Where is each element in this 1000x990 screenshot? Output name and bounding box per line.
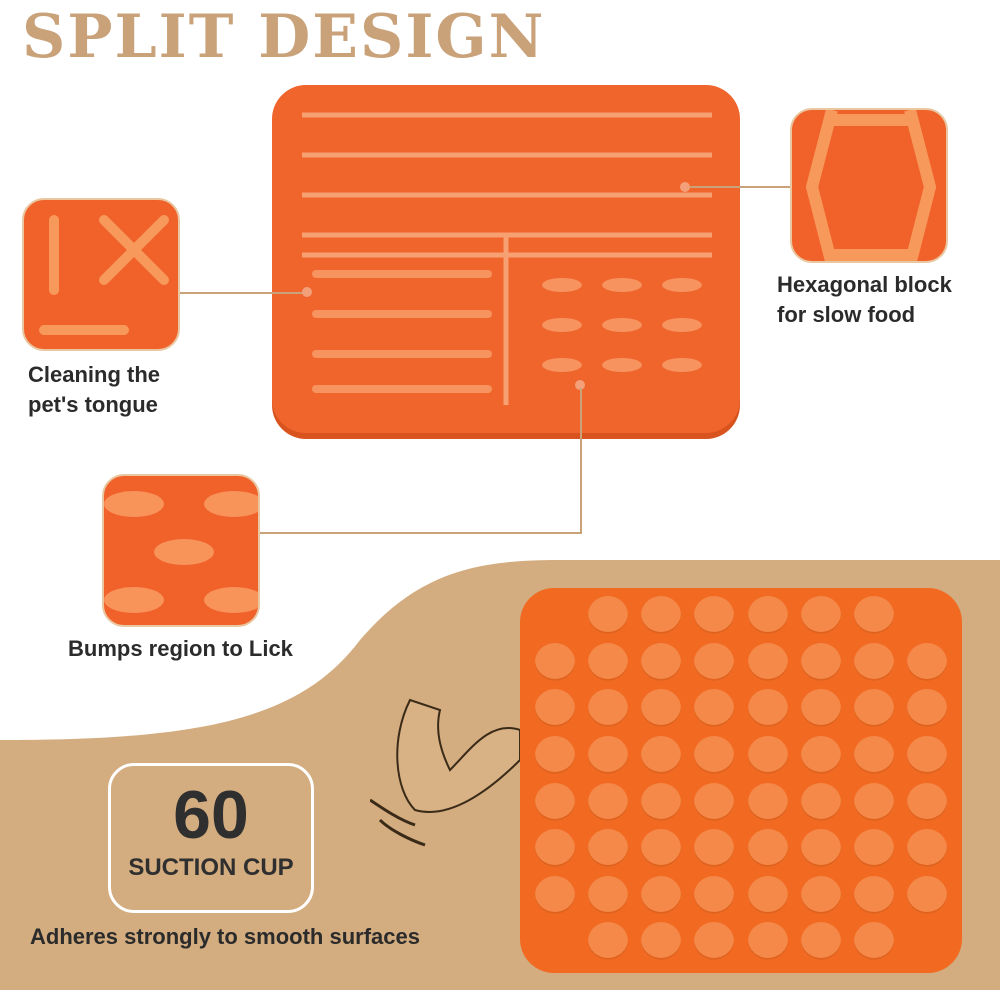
suction-cup (854, 596, 895, 634)
suction-cup (587, 596, 628, 634)
lick-mat-front (272, 85, 740, 433)
suction-cup (800, 689, 841, 728)
suction-cup (747, 642, 788, 681)
suction-cup (694, 782, 735, 821)
bone-pattern-icon (39, 215, 169, 335)
suction-cup (534, 875, 575, 914)
suction-cup (800, 596, 841, 634)
suction-cup (587, 829, 628, 868)
suction-cup (800, 782, 841, 821)
page-title: SPLIT DESIGN (22, 2, 546, 72)
suction-cup (800, 735, 841, 774)
suction-cup (907, 689, 948, 728)
suction-count: 60 (173, 777, 249, 853)
suction-label: SUCTION CUP (128, 854, 294, 881)
callout-dot (302, 287, 312, 297)
callout-line (180, 292, 305, 294)
callout-line (260, 532, 582, 534)
feature-bumps-label: Bumps region to Lick (68, 636, 293, 661)
flexed-arm-icon (370, 698, 521, 847)
suction-cup (641, 782, 682, 821)
suction-cup (534, 689, 575, 728)
suction-cup (854, 642, 895, 681)
suction-cup (641, 642, 682, 681)
suction-cup (800, 922, 841, 961)
bumps-pattern-icon (104, 491, 258, 613)
suction-cup (694, 829, 735, 868)
suction-cup (641, 735, 682, 774)
suction-cup (641, 596, 682, 634)
callout-line (580, 388, 582, 533)
suction-cup (907, 875, 948, 914)
lick-mat-back (520, 588, 962, 973)
suction-cup (641, 689, 682, 728)
suction-cup (854, 922, 895, 961)
callout-line (690, 186, 790, 188)
suction-cup (747, 829, 788, 868)
suction-cup (587, 689, 628, 728)
suction-cup (854, 829, 895, 868)
suction-cup (641, 922, 682, 961)
suction-caption: Adheres strongly to smooth surfaces (30, 924, 420, 949)
suction-cup (587, 922, 628, 961)
suction-cup (854, 735, 895, 774)
suction-cup (747, 875, 788, 914)
suction-cup (534, 782, 575, 821)
suction-cup (907, 642, 948, 681)
suction-cup (854, 782, 895, 821)
suction-cup (641, 829, 682, 868)
suction-cup (747, 596, 788, 634)
suction-cup (854, 689, 895, 728)
suction-cup (694, 642, 735, 681)
suction-cup (694, 922, 735, 961)
suction-cup (587, 642, 628, 681)
suction-cup (641, 875, 682, 914)
suction-cup (534, 642, 575, 681)
suction-cup (907, 829, 948, 868)
suction-cup (694, 689, 735, 728)
suction-cup (747, 689, 788, 728)
suction-cup (907, 735, 948, 774)
mat-pattern (302, 112, 712, 405)
suction-cup (747, 782, 788, 821)
suction-cup (854, 875, 895, 914)
suction-cup (587, 782, 628, 821)
suction-cup (907, 782, 948, 821)
suction-cup (800, 875, 841, 914)
suction-cup (747, 735, 788, 774)
callout-dot (680, 182, 690, 192)
suction-cup (587, 735, 628, 774)
hexagon-pattern-icon (805, 110, 937, 261)
suction-cup (800, 829, 841, 868)
hexagon-thumbnail (790, 108, 948, 263)
suction-cup (587, 875, 628, 914)
bone-thumbnail (22, 198, 180, 351)
bumps-thumbnail (102, 474, 260, 627)
suction-cup (694, 875, 735, 914)
suction-cup (534, 735, 575, 774)
suction-count-badge: 60 SUCTION CUP (108, 763, 314, 913)
suction-cup (694, 596, 735, 634)
suction-cup (747, 922, 788, 961)
suction-cup (694, 735, 735, 774)
suction-cup (534, 829, 575, 868)
suction-cup (800, 642, 841, 681)
callout-dot (575, 380, 585, 390)
